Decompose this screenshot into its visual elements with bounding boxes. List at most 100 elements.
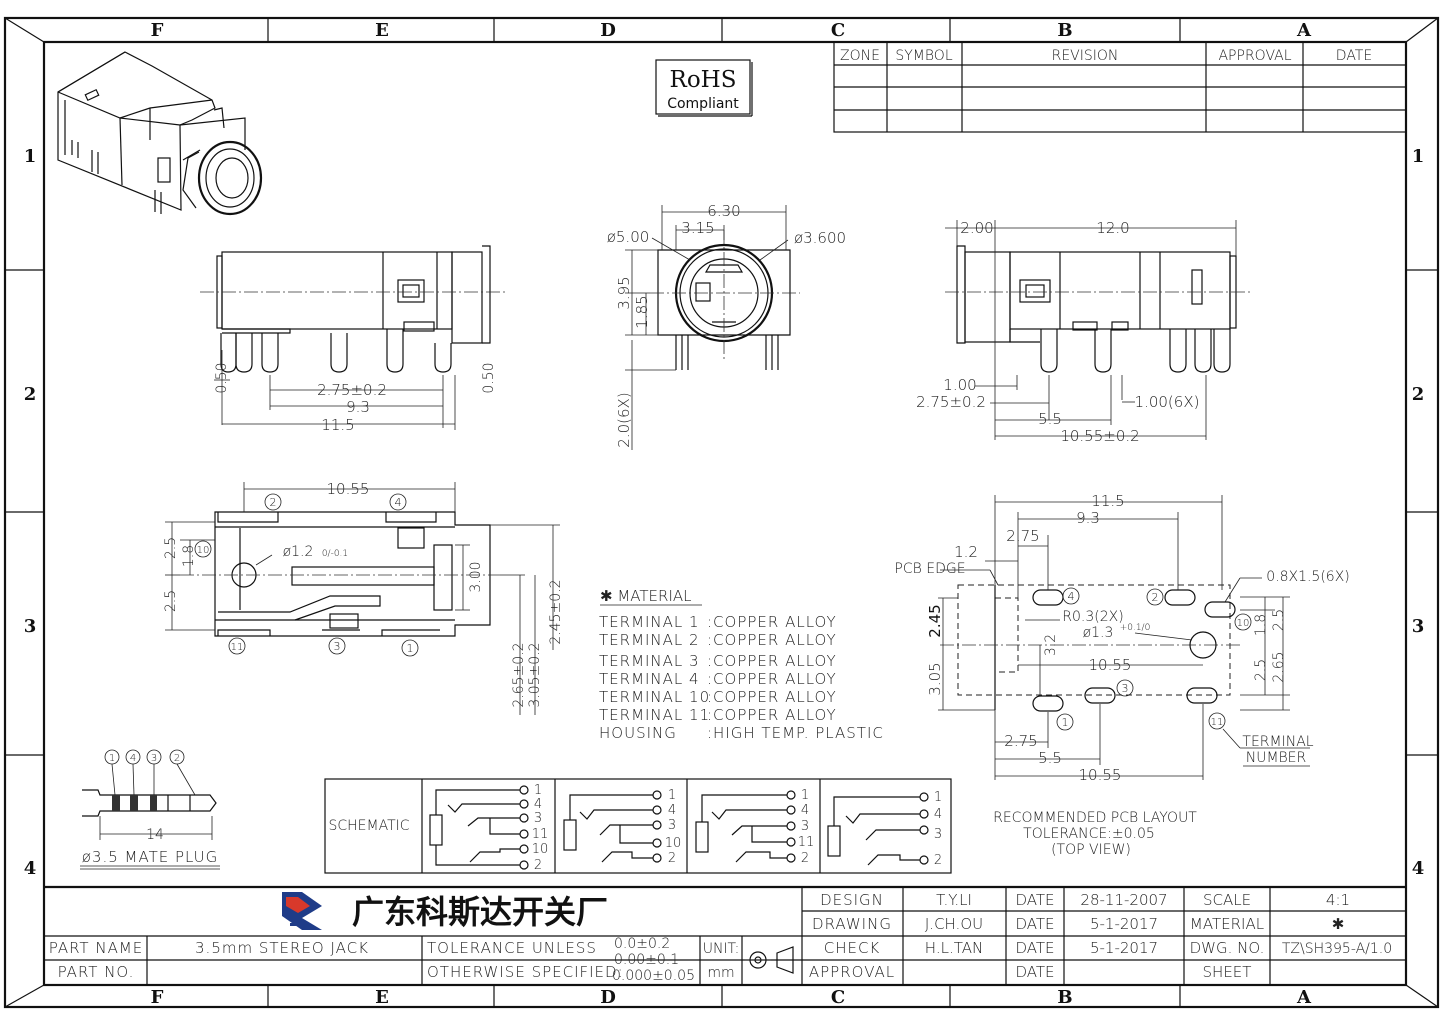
col-letter: E	[375, 987, 389, 1008]
dim-11-5: 11.5	[321, 416, 354, 434]
dim-3-05: 3.05±0.2	[527, 642, 543, 707]
pin-label: 3	[801, 819, 809, 834]
rev-header-zone: ZONE	[840, 48, 880, 64]
side-view-left: 0.50 0.50 2.75±0.2 9.3 11.5	[200, 245, 505, 434]
dim-9-3: 9.3	[346, 398, 370, 416]
plug-label: 1	[109, 753, 115, 764]
col-letter: F	[151, 987, 164, 1008]
col-letter: B	[1057, 987, 1072, 1008]
row-number: 2	[1412, 384, 1425, 405]
tb-val-material: ✱	[1332, 915, 1345, 933]
pcb-callout-3: 3	[1122, 682, 1129, 695]
rev-header-approval: APPROVAL	[1218, 48, 1291, 64]
tolerance-value: 0.0±0.2	[614, 936, 670, 952]
unit-value: mm	[707, 965, 734, 981]
material-part: TERMINAL 4	[599, 670, 700, 688]
pcb-dim-1-2: 1.2	[954, 543, 978, 561]
callout-4: 4	[395, 496, 402, 509]
company-logo	[282, 892, 322, 930]
pin-label: 4	[801, 803, 809, 818]
tb-val-date: 5-1-2017	[1090, 915, 1158, 933]
plug-caption: ø3.5 MATE PLUG	[82, 848, 219, 866]
pin-label: 2	[534, 858, 542, 873]
schematic-group-3: 1 4 3 11 2	[695, 788, 815, 866]
pin-label: 1	[801, 788, 809, 803]
dim-2-65: 2.65±0.2	[511, 642, 527, 707]
callout-2: 2	[270, 496, 277, 509]
schematic-group-4: 1 4 3 2	[827, 790, 942, 868]
mate-plug: 1 4 3 2 14 ø3.5 MATE PLUG	[80, 749, 220, 870]
dim-3-95: 3.95	[615, 276, 633, 309]
material-value: :COPPER ALLOY	[707, 631, 837, 649]
dim-10-55: 10.55±0.2	[1060, 427, 1139, 445]
tolerance-line-2: OTHERWISE SPECIFIED:	[427, 963, 624, 981]
pcb-callout-1: 1	[1062, 716, 1069, 729]
row-number: 2	[24, 384, 37, 405]
tb-key-drawing: DRAWING	[812, 915, 892, 933]
schematic-group-2: 1 4 3 10 2	[563, 788, 682, 866]
pcb-dim-2-45: 2.45	[926, 604, 944, 637]
tb-key-approval: APPROVAL	[809, 963, 895, 981]
plug-label: 2	[174, 753, 180, 764]
col-letter: D	[600, 987, 616, 1008]
dim-5-5: 5.5	[1038, 410, 1062, 428]
col-letter: F	[151, 20, 164, 41]
material-value: :COPPER ALLOY	[707, 652, 837, 670]
pin-label: 4	[534, 797, 542, 812]
pin-label: 10	[665, 836, 682, 851]
tolerance-value: 0.00±0.1	[614, 952, 679, 968]
pin-label: 4	[934, 807, 942, 822]
pcb-caption: (TOP VIEW)	[1051, 842, 1131, 858]
isometric-view	[57, 51, 263, 216]
callout-10: 10	[197, 545, 210, 556]
dim-0-50-right: 0.50	[481, 362, 497, 393]
pcb-radius-label: R0.3(2X)	[1062, 609, 1123, 625]
material-part: TERMINAL 11	[599, 706, 710, 724]
tb-key-sheet: SHEET	[1203, 963, 1252, 981]
tb-val-date: 5-1-2017	[1090, 939, 1158, 957]
schematic-table: SCHEMATIC 1 4 3 11 10 2	[324, 778, 952, 874]
rev-header-symbol: SYMBOL	[895, 48, 952, 64]
schematic-group-1: 1 4 3 11 10 2	[429, 783, 548, 873]
tb-key-material: MATERIAL	[1190, 915, 1264, 933]
dim-2-0-6x: 2.0(6X)	[615, 392, 633, 447]
dim-2-75: 2.75±0.2	[916, 393, 986, 411]
tb-val-design: T.Y.LI	[936, 891, 972, 909]
tolerance-value: 0.000±0.05	[612, 968, 695, 984]
part-no-label: PART NO.	[58, 963, 135, 981]
pcb-slot-label: 0.8X1.5(6X)	[1266, 569, 1350, 585]
tb-val-scale: 4:1	[1326, 891, 1350, 909]
terminal-number-label: TERMINAL	[1242, 734, 1313, 750]
tb-key-date: DATE	[1015, 939, 1054, 957]
dim-2-5-top: 2.5	[163, 537, 179, 559]
tb-key-design: DESIGN	[820, 891, 884, 909]
pin-label: 1	[534, 783, 542, 798]
dim-2-5-bottom: 2.5	[163, 590, 179, 612]
outer-frame	[3, 16, 1440, 1009]
material-value: :COPPER ALLOY	[707, 670, 837, 688]
revision-table: ZONE SYMBOL REVISION APPROVAL DATE	[833, 41, 1407, 133]
pcb-dim-10-55: 10.55	[1089, 656, 1132, 674]
tb-val-date: 28-11-2007	[1080, 891, 1167, 909]
tb-key-scale: SCALE	[1203, 891, 1251, 909]
dim-hole-tol: 0/-0.1	[322, 549, 348, 559]
part-name-label: PART NAME	[49, 939, 144, 957]
pin-label: 2	[801, 851, 809, 866]
pcb-hole-label: ø1.3	[1083, 625, 1114, 641]
dim-2-75: 2.75±0.2	[317, 381, 387, 399]
dim-1-85: 1.85	[633, 295, 651, 328]
material-title: ✱ MATERIAL	[600, 587, 691, 605]
callout-1: 1	[407, 642, 414, 655]
dim-1-00: 1.00	[943, 376, 976, 394]
pin-label: 11	[798, 835, 815, 850]
row-number: 3	[24, 616, 37, 637]
dim-12-0: 12.0	[1096, 219, 1129, 237]
column-letters-top: F E D C B A	[151, 20, 1312, 41]
plug-dim-14: 14	[146, 827, 164, 843]
side-view-right: 2.00 12.0 1.00 2.75±0.2 1.00(6X) 5.5 10.…	[916, 219, 1250, 445]
schematic-label: SCHEMATIC	[328, 818, 409, 834]
material-part: TERMINAL 2	[599, 631, 700, 649]
tb-key-date: DATE	[1015, 891, 1054, 909]
rev-header-revision: REVISION	[1052, 48, 1119, 64]
compliant-text: Compliant	[667, 96, 739, 112]
